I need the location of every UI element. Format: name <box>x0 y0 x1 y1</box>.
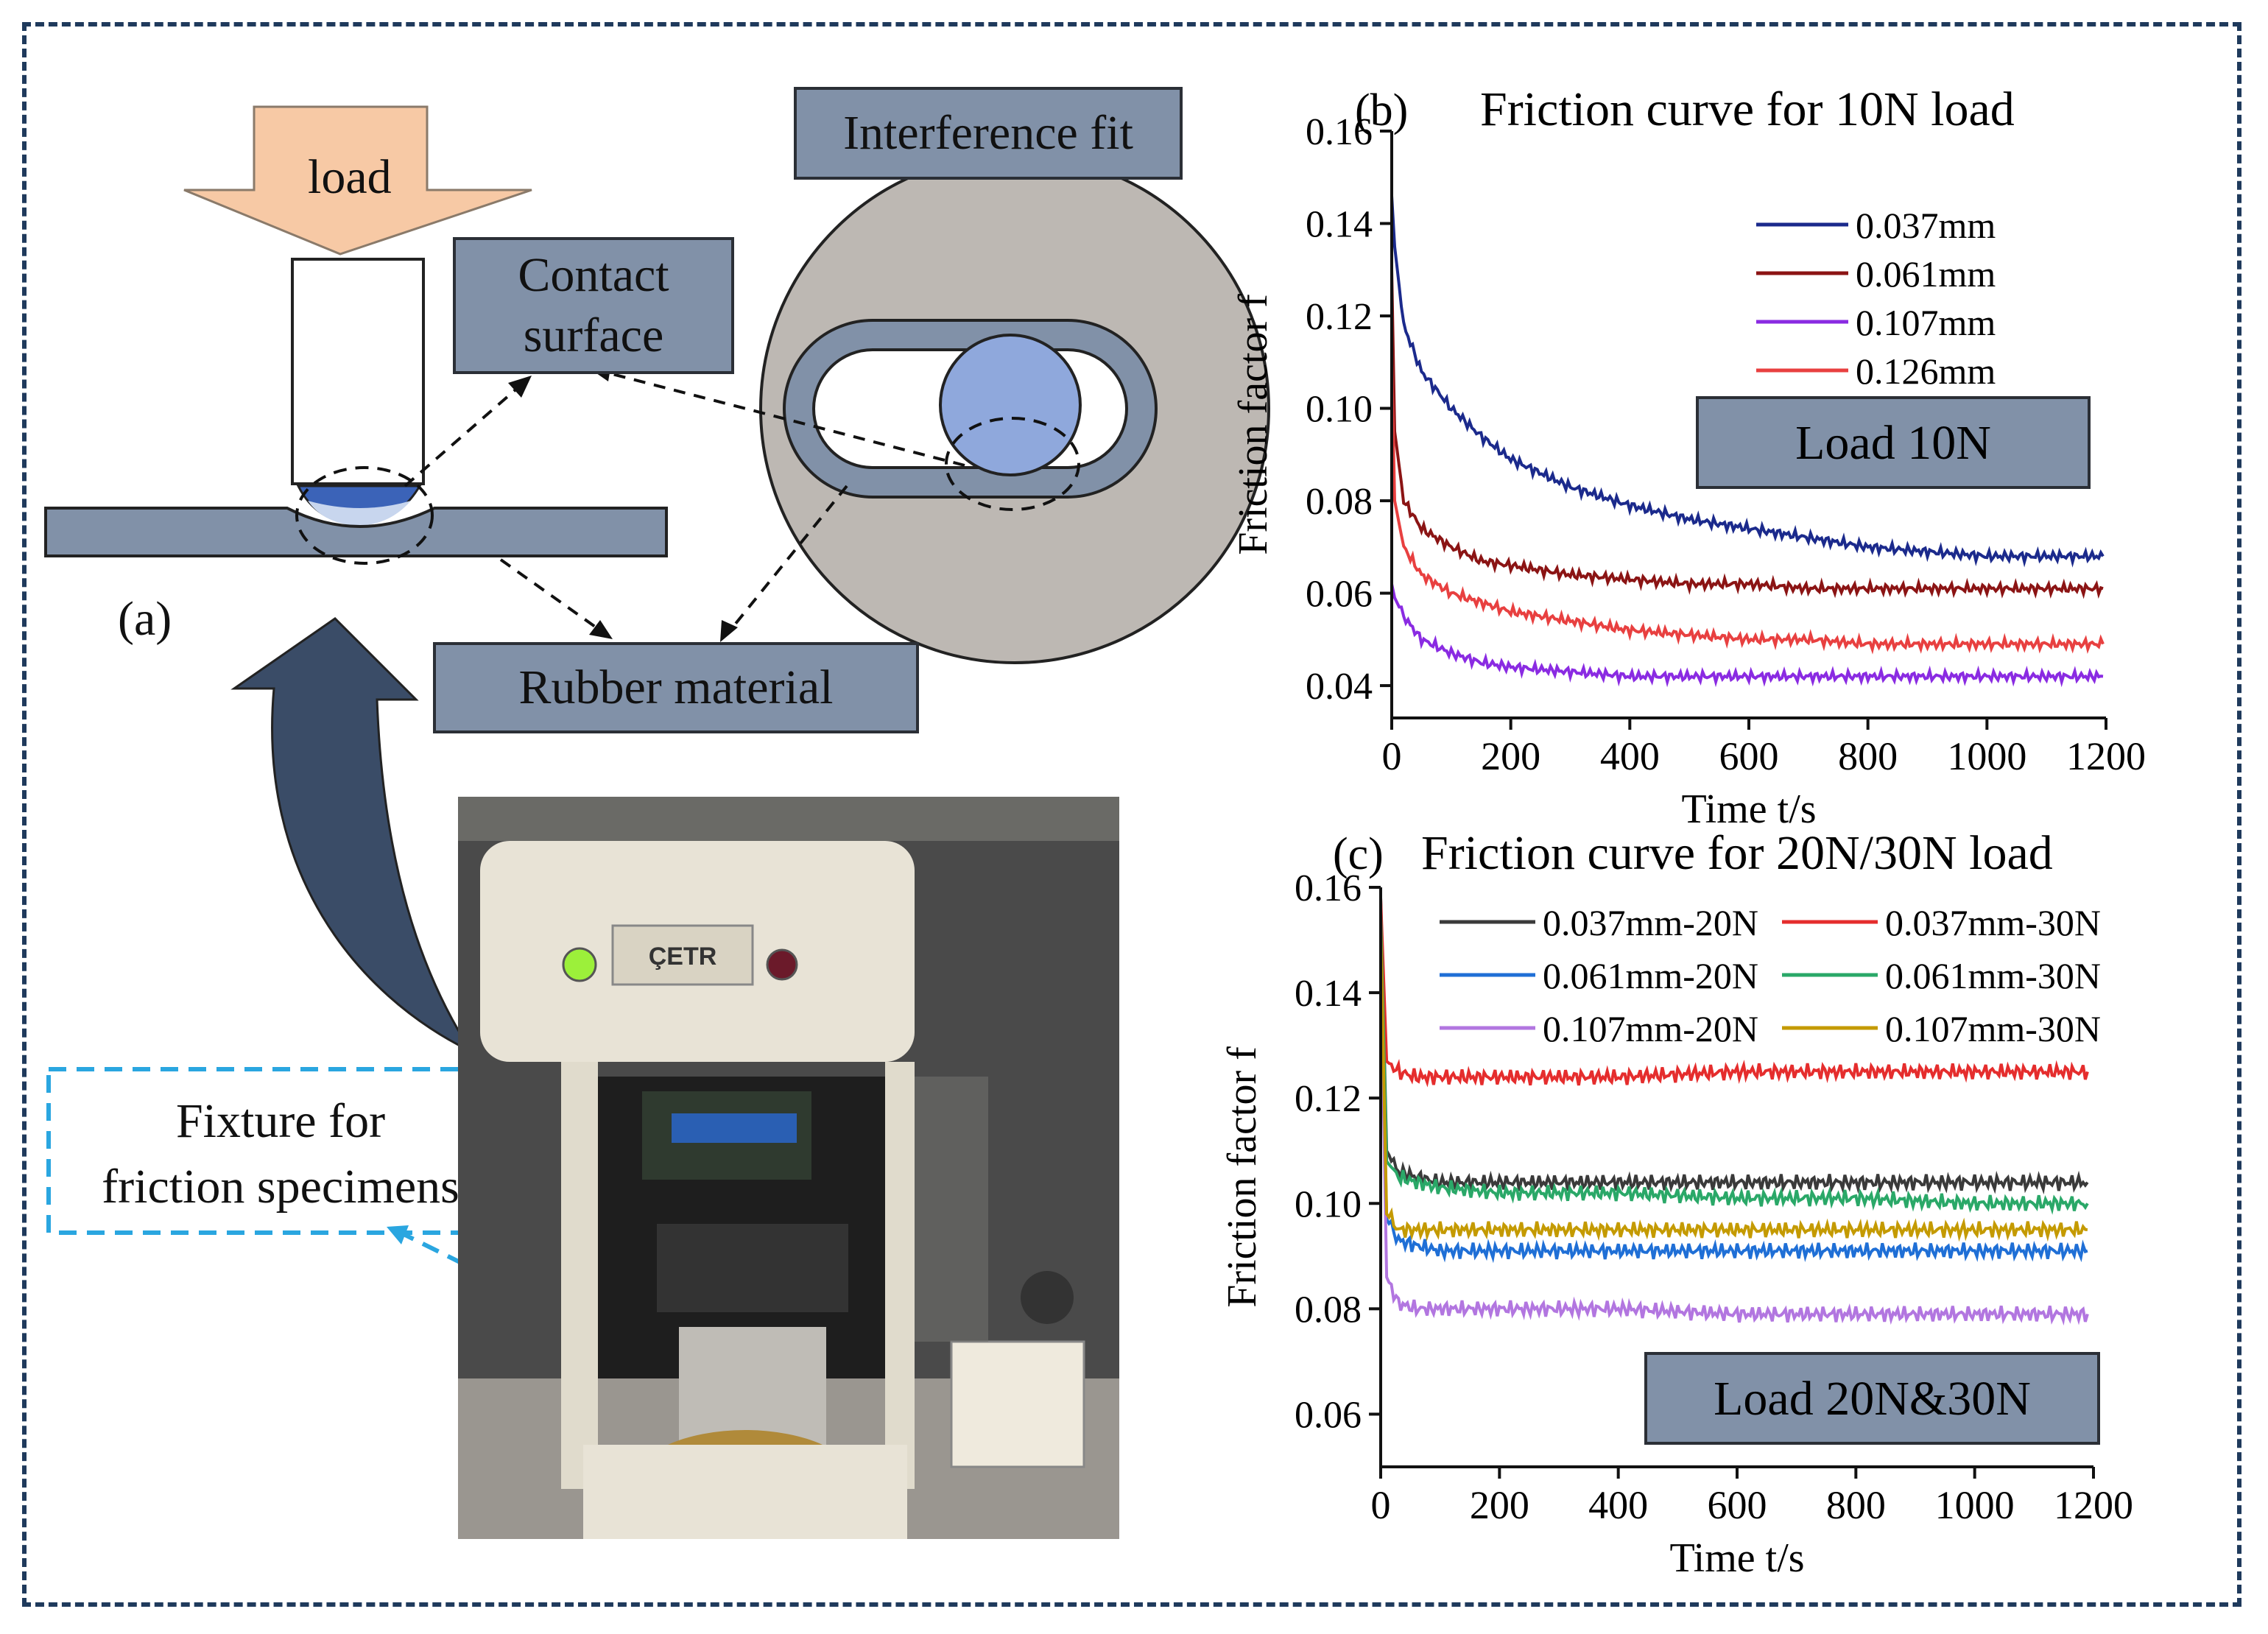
fixture-label: Fixture for friction specimens <box>102 1094 459 1214</box>
y-tick-label: 0.16 <box>1295 867 1362 909</box>
interference-ellipse <box>945 417 1080 511</box>
rubber-material-label: Rubber material <box>433 642 919 733</box>
x-tick-label: 1200 <box>2066 734 2146 778</box>
legend-label: 0.107mm-30N <box>1885 1008 2101 1049</box>
y-tick-label: 0.12 <box>1306 296 1373 338</box>
x-tick-label: 800 <box>1826 1483 1886 1527</box>
y-tick-label: 0.14 <box>1306 204 1373 246</box>
x-tick-label: 1200 <box>2054 1483 2133 1527</box>
panel-label: (c) <box>1333 829 1384 879</box>
x-tick-label: 400 <box>1600 734 1660 778</box>
legend-label: 0.037mm-20N <box>1543 902 1758 943</box>
x-axis-label: Time t/s <box>1669 1535 1804 1581</box>
series-line-0.126mm <box>1390 362 2105 655</box>
big-curved-arrow <box>230 617 475 1054</box>
x-tick-label: 400 <box>1588 1483 1648 1527</box>
legend-label: 0.107mm <box>1856 302 1996 343</box>
tribometer-photo-drawing: ÇETR <box>458 797 1119 1539</box>
y-tick-label: 0.06 <box>1306 574 1373 616</box>
annotation-box <box>1644 1352 2100 1445</box>
y-tick-label: 0.10 <box>1295 1183 1362 1225</box>
load-arrow <box>183 105 532 256</box>
legend-label: 0.126mm <box>1856 351 1996 392</box>
x-axis-label: Time t/s <box>1681 786 1816 832</box>
panel-a-label: (a) <box>118 592 172 646</box>
legend-label: 0.061mm-30N <box>1885 955 2101 996</box>
annotation-text: Load 10N <box>1795 416 1991 470</box>
chart-title: Friction curve for 20N/30N load <box>1421 826 2053 880</box>
panel-label: (b) <box>1355 85 1408 135</box>
y-tick-label: 0.08 <box>1295 1289 1362 1331</box>
indenter <box>291 258 425 485</box>
x-tick-label: 0 <box>1371 1483 1391 1527</box>
x-tick-label: 0 <box>1382 734 1402 778</box>
y-tick-label: 0.08 <box>1306 481 1373 523</box>
ball <box>939 334 1082 476</box>
series-line-0.061mm <box>1390 270 2104 599</box>
series-line-0.107mm <box>1390 583 2104 688</box>
chart-title: Friction curve for 10N load <box>1480 82 2015 136</box>
interference-fit-label: Interference fit <box>794 87 1183 180</box>
y-tick-label: 0.12 <box>1295 1078 1362 1120</box>
interference-fit-text: Interference fit <box>843 105 1133 160</box>
y-tick-label: 0.16 <box>1306 111 1373 153</box>
legend-label: 0.061mm <box>1856 253 1996 295</box>
x-tick-label: 600 <box>1708 1483 1767 1527</box>
annotation-box <box>1696 396 2091 489</box>
series-line-0.061mm-30N <box>1379 913 2089 1215</box>
contact-surface-label: Contact surface <box>453 237 734 374</box>
x-tick-label: 1000 <box>1947 734 2026 778</box>
legend-label: 0.037mm <box>1856 205 1996 246</box>
annotation-text: Load 20N&30N <box>1714 1372 2031 1426</box>
series-line-0.037mm-30N <box>1379 898 2089 1088</box>
x-tick-label: 600 <box>1719 734 1779 778</box>
legend-label: 0.107mm-20N <box>1543 1008 1758 1049</box>
contact-zone-ellipse <box>295 466 434 565</box>
tribometer-photo: ÇETR <box>458 797 1119 1539</box>
photo-brand-text: ÇETR <box>649 943 717 971</box>
contact-surface-text: Contact surface <box>518 247 669 363</box>
y-tick-label: 0.14 <box>1295 973 1362 1015</box>
series-line-0.037mm <box>1390 195 2105 568</box>
x-tick-label: 800 <box>1838 734 1898 778</box>
dashed-figure-border <box>22 22 2241 1607</box>
y-tick-label: 0.10 <box>1306 389 1373 431</box>
series-line-0.107mm-30N <box>1379 929 2088 1242</box>
legend-label: 0.037mm-30N <box>1885 902 2101 943</box>
x-tick-label: 200 <box>1481 734 1540 778</box>
series-line-0.061mm-20N <box>1379 940 2088 1264</box>
legend-label: 0.061mm-20N <box>1543 955 1758 996</box>
y-tick-label: 0.06 <box>1295 1394 1362 1436</box>
rubber-material-text: Rubber material <box>518 660 834 714</box>
y-axis-label: Friction factor f <box>1230 294 1276 555</box>
y-axis-label: Friction factor f <box>1219 1046 1265 1308</box>
x-tick-label: 200 <box>1470 1483 1529 1527</box>
series-line-0.037mm-20N <box>1379 898 2089 1195</box>
series-line-0.107mm-20N <box>1379 950 2089 1326</box>
rubber-strip <box>44 507 668 557</box>
x-tick-label: 1000 <box>1935 1483 2015 1527</box>
y-tick-label: 0.04 <box>1306 666 1373 708</box>
load-label: load <box>308 150 392 204</box>
